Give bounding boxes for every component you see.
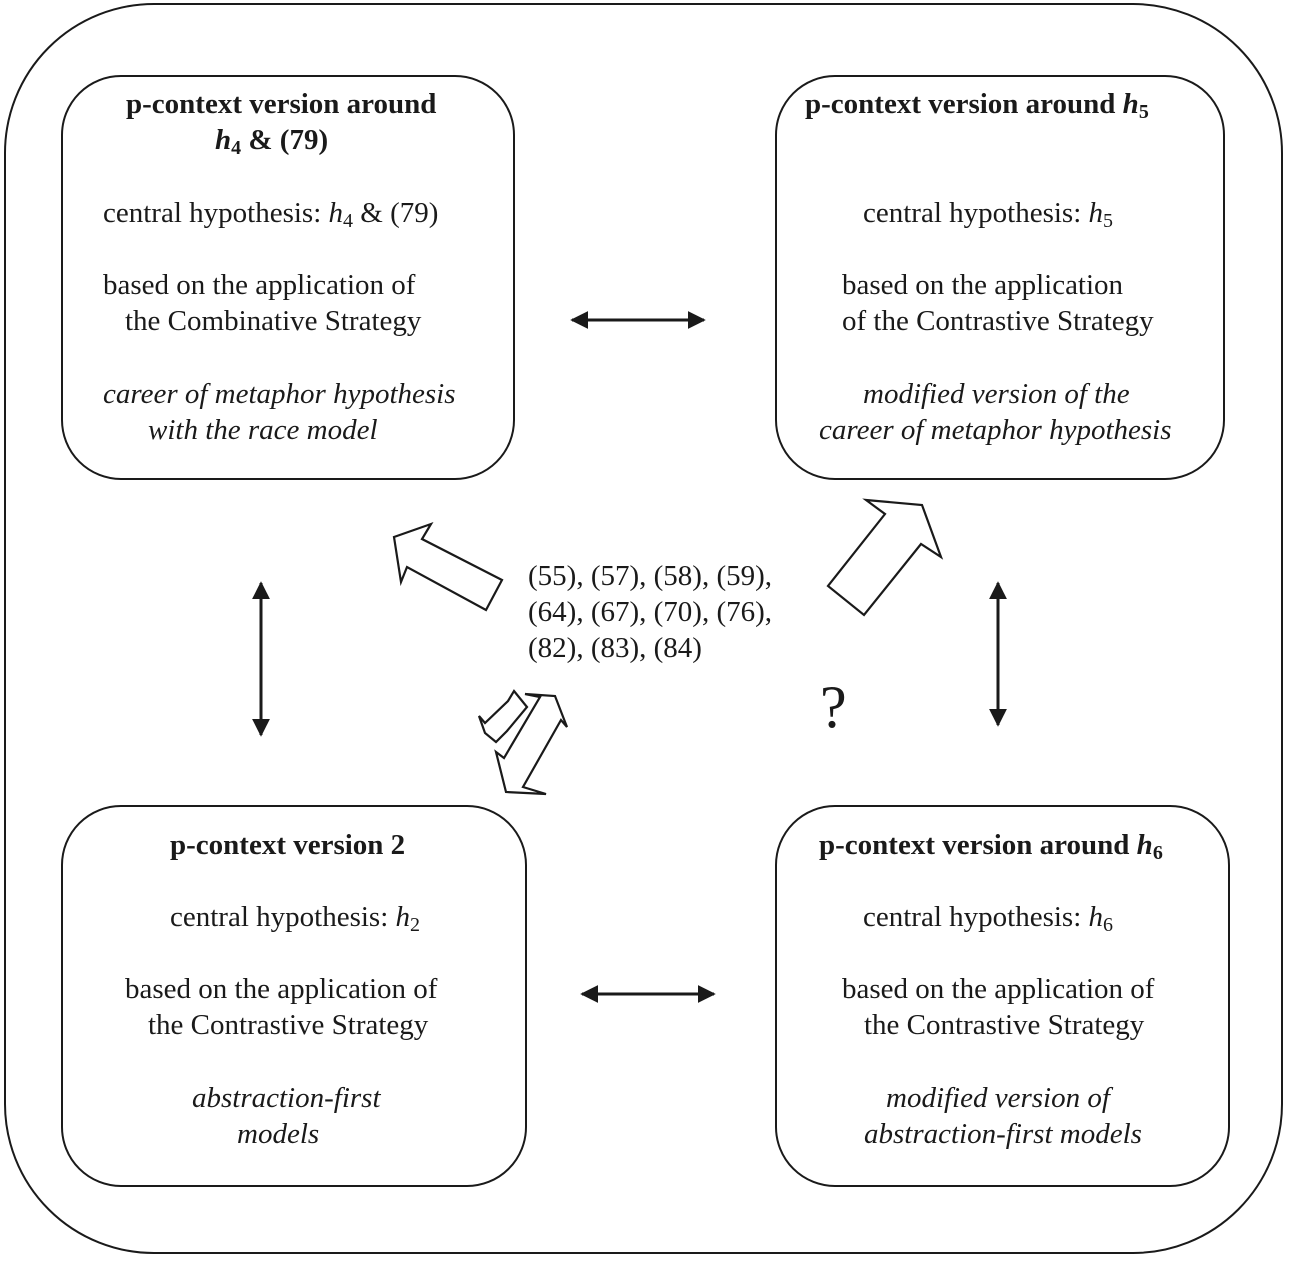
var-sub: 2 bbox=[410, 914, 421, 936]
box-bottom-left-title: p-context version 2 bbox=[170, 829, 406, 861]
box-top-right-central-hypothesis: central hypothesis: h5 bbox=[863, 195, 1113, 231]
box-top-right-basis-line1: based on the application bbox=[842, 269, 1124, 301]
box-top-left-basis-line1: based on the application of bbox=[103, 269, 416, 301]
var-sub: 6 bbox=[1103, 914, 1114, 936]
var-h: h bbox=[395, 901, 411, 933]
box-top-left-basis-line2: the Combinative Strategy bbox=[125, 305, 422, 337]
box-bottom-left-basis-line2: the Contrastive Strategy bbox=[148, 1009, 429, 1041]
box-bottom-left-model-line1: abstraction-first bbox=[192, 1082, 381, 1114]
central-label: central hypothesis: bbox=[863, 197, 1089, 229]
var-sub: 4 bbox=[231, 137, 242, 159]
box-top-right-model-line1: modified version of the bbox=[863, 378, 1130, 410]
box-bottom-right-title: p-context version around h6 bbox=[819, 827, 1163, 863]
var-h: h bbox=[1136, 829, 1153, 861]
box-top-left-central-hypothesis: central hypothesis: h4 & (79) bbox=[103, 195, 438, 231]
central-label: central hypothesis: bbox=[170, 901, 396, 933]
central-label: central hypothesis: bbox=[103, 197, 329, 229]
box-bottom-left bbox=[61, 805, 527, 1187]
box-bottom-right-basis-line1: based on the application of bbox=[842, 973, 1155, 1005]
box-bottom-left-central-hypothesis: central hypothesis: h2 bbox=[170, 899, 420, 935]
central-label: central hypothesis: bbox=[863, 901, 1089, 933]
p-context-frame bbox=[4, 3, 1283, 1254]
title-text: p-context version around bbox=[805, 88, 1123, 120]
box-top-right-basis-line2: of the Contrastive Strategy bbox=[842, 305, 1154, 337]
box-bottom-left-model-line2: models bbox=[237, 1118, 320, 1150]
block-arrow-to-top-right bbox=[826, 498, 944, 617]
box-top-right-model-line2: career of metaphor hypothesis bbox=[819, 414, 1172, 446]
box-bottom-right-central-hypothesis: central hypothesis: h6 bbox=[863, 899, 1113, 935]
data-list-line3: (82), (83), (84) bbox=[528, 632, 702, 664]
box-top-left-title-line1: p-context version around bbox=[126, 88, 437, 120]
box-top-left-title-line2: h4 & (79) bbox=[215, 122, 328, 158]
question-mark: ? bbox=[820, 674, 847, 740]
var-h: h bbox=[215, 124, 232, 156]
box-top-left-model-line2: with the race model bbox=[148, 414, 378, 446]
central-rest: & (79) bbox=[353, 197, 439, 229]
var-h: h bbox=[1088, 901, 1104, 933]
var-h: h bbox=[1122, 88, 1139, 120]
title-rest: & (79) bbox=[241, 124, 329, 156]
var-sub: 6 bbox=[1152, 842, 1163, 864]
title-text: p-context version around bbox=[819, 829, 1137, 861]
box-bottom-right-model-line1: modified version of bbox=[886, 1082, 1110, 1114]
var-h: h bbox=[1088, 197, 1104, 229]
var-h: h bbox=[328, 197, 344, 229]
small-block-arrow-to-bottom-left bbox=[477, 689, 529, 744]
var-sub: 5 bbox=[1103, 210, 1114, 232]
box-bottom-right-basis-line2: the Contrastive Strategy bbox=[864, 1009, 1145, 1041]
data-list-line2: (64), (67), (70), (76), bbox=[528, 596, 773, 628]
box-bottom-right-model-line2: abstraction-first models bbox=[864, 1118, 1142, 1150]
data-list-line1: (55), (57), (58), (59), bbox=[528, 560, 773, 592]
box-bottom-left-basis-line1: based on the application of bbox=[125, 973, 438, 1005]
block-arrow-to-top-left bbox=[392, 521, 504, 612]
box-top-left bbox=[61, 75, 515, 480]
box-top-left-model-line1: career of metaphor hypothesis bbox=[103, 378, 456, 410]
double-block-arrow-bottom-left bbox=[494, 692, 569, 796]
var-sub: 4 bbox=[343, 210, 354, 232]
box-bottom-right bbox=[775, 805, 1230, 1187]
box-top-right bbox=[775, 75, 1225, 480]
var-sub: 5 bbox=[1138, 101, 1149, 123]
box-top-right-title: p-context version around h5 bbox=[805, 86, 1149, 122]
